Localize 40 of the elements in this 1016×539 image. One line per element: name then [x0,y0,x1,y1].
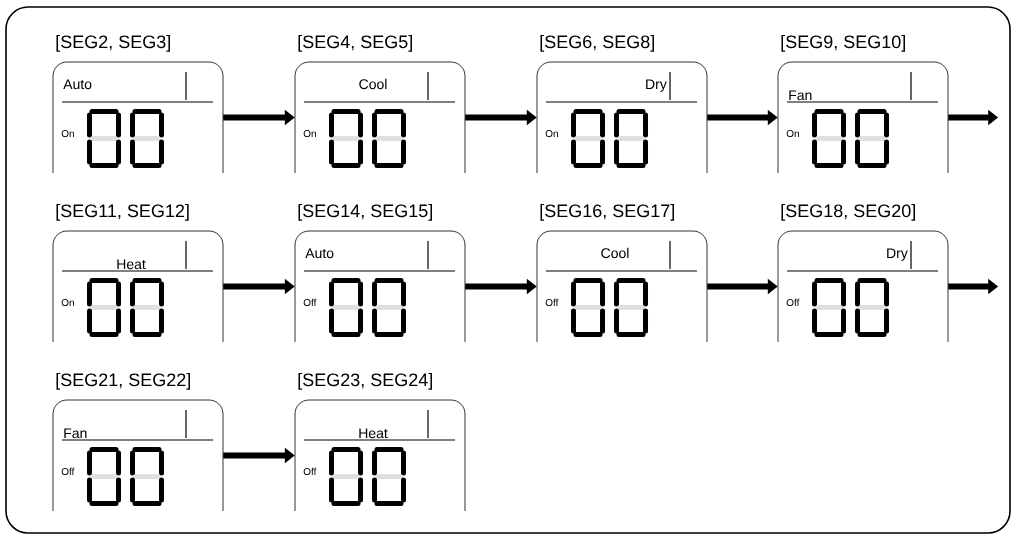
panel-heading: [SEG23, SEG24] [298,372,432,390]
display-panel [52,372,224,512]
power-label: Off [545,298,559,307]
panel-heading: [SEG11, SEG12] [56,203,189,221]
panel-heading: [SEG16, SEG17] [540,203,674,221]
power-label: On [61,299,74,307]
display-panel [52,203,224,343]
display-panel [536,203,708,343]
power-label: On [303,130,316,138]
display-panel [294,203,466,343]
panel-heading: [SEG9, SEG10] [781,34,905,52]
power-label: Off [61,467,75,476]
mode-label: Heat [359,428,388,439]
display-panel [777,34,949,174]
mode-label: Heat [117,259,146,270]
display-panel [777,203,949,343]
mode-label: Auto [305,248,334,259]
mode-label: Dry [646,79,667,92]
power-label: Off [786,298,800,307]
display-panel [294,372,466,512]
display-panel [52,34,224,174]
panel-heading: [SEG18, SEG20] [781,203,915,221]
panel-heading: [SEG4, SEG5] [298,34,412,52]
mode-label: Cool [359,78,387,90]
display-panel [294,34,466,174]
mode-label: Dry [887,248,908,261]
mode-label: Fan [789,90,812,101]
panel-heading: [SEG14, SEG15] [298,203,432,221]
panel-heading: [SEG21, SEG22] [56,372,190,390]
power-label: On [786,130,799,138]
panel-heading: [SEG6, SEG8] [540,34,654,52]
mode-label: Fan [64,428,87,439]
display-panel [536,34,708,174]
panel-heading: [SEG2, SEG3] [56,34,170,52]
power-label: On [61,130,74,138]
power-label: On [545,130,558,138]
power-label: Off [303,298,317,307]
power-label: Off [303,467,317,476]
mode-label: Cool [601,247,629,259]
mode-label: Auto [63,79,92,90]
